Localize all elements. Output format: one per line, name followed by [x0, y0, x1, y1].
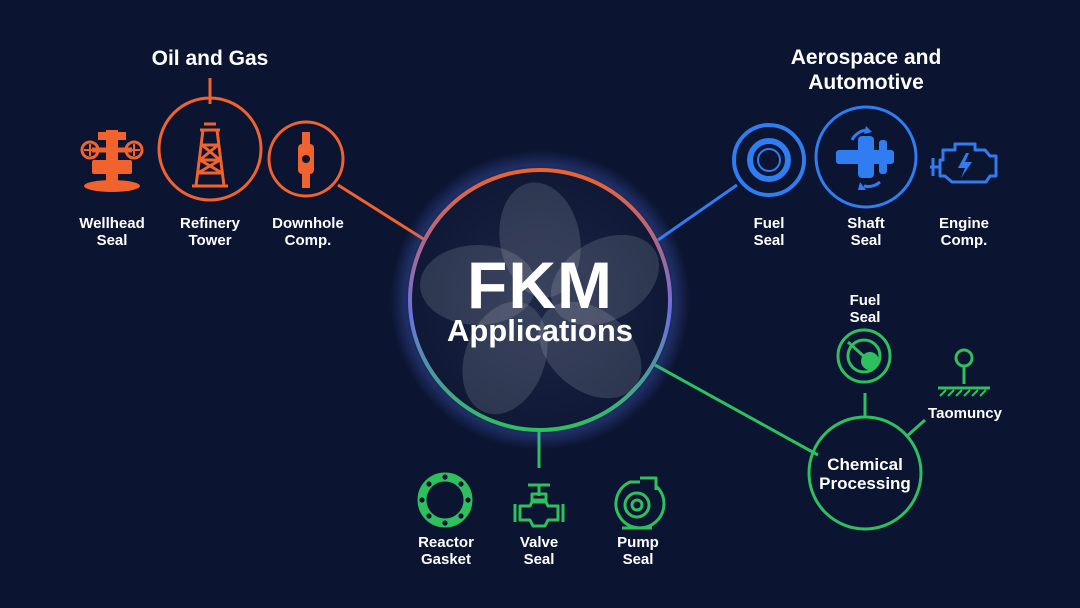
probe-icon: [938, 348, 990, 397]
o-ring-icon: [732, 123, 806, 197]
downhole-comp-label: Downhole Comp.: [253, 215, 363, 249]
center-subtitle: Applications: [446, 313, 633, 348]
engine-icon: [930, 142, 998, 184]
fuel-seal-icon: [836, 328, 892, 384]
wellhead-icon: [80, 130, 144, 192]
downhole-comp-label-line2: Comp.: [284, 232, 332, 249]
pump-seal-label-line2: Seal: [622, 551, 654, 568]
engine-comp-label-line2: Comp.: [940, 232, 988, 249]
reactor-gasket-label: Reactor Gasket: [391, 534, 501, 568]
valve-seal-label-line2: Seal: [523, 551, 555, 568]
valve-seal-label: Valve Seal: [484, 534, 594, 568]
engine-comp-label-line1: Engine: [938, 215, 989, 232]
refinery-tower-ring: [157, 96, 263, 202]
flower-watermark-icon: [420, 182, 660, 415]
chemical-title-line2: Processing: [819, 474, 911, 493]
fuel-seal-label-line1: Fuel: [753, 215, 785, 232]
wellhead-seal-label: Wellhead Seal: [57, 215, 167, 249]
chemical-fuel-seal-label: Fuel Seal: [810, 292, 920, 326]
pump-seal-label-line1: Pump: [617, 534, 659, 551]
downhole-comp-label-line1: Downhole: [272, 215, 344, 232]
chemical-processing-title: Chemical Processing: [805, 455, 925, 493]
downhole-tool-icon: [298, 132, 314, 188]
refinery-tower-label-line2: Tower: [188, 232, 232, 249]
fuel-seal-label: Fuel Seal: [714, 215, 824, 249]
aerospace-automotive-title: Aerospace and Automotive: [746, 45, 986, 95]
chemical-processing-ring: [807, 415, 923, 531]
taomuncy-label: Taomuncy: [928, 405, 1002, 422]
connector-probe: [904, 418, 927, 439]
wellhead-seal-label-line1: Wellhead: [79, 215, 145, 232]
fuel-seal-label-line2: Seal: [753, 232, 785, 249]
wellhead-seal-label-line2: Seal: [96, 232, 128, 249]
connector-chemical: [654, 363, 819, 457]
aerospace-title-line2: Automotive: [808, 71, 924, 94]
pump-seal-label: Pump Seal: [583, 534, 693, 568]
valve-icon: [513, 483, 565, 528]
chemical-title-line1: Chemical: [827, 455, 903, 474]
downhole-ring: [267, 120, 345, 198]
shaft-seal-label: Shaft Seal: [811, 215, 921, 249]
shaft-seal-ring: [814, 105, 918, 209]
shaft-seal-label-line1: Shaft: [847, 215, 885, 232]
gasket-icon: [417, 472, 473, 528]
center-title: FKM: [467, 248, 613, 322]
center-hub: [390, 150, 690, 450]
refinery-tower-icon: [192, 122, 228, 188]
aerospace-title-line1: Aerospace and: [790, 46, 942, 69]
engine-comp-label: Engine Comp.: [909, 215, 1019, 249]
shaft-seal-icon: [836, 126, 894, 190]
reactor-gasket-label-line2: Gasket: [420, 551, 472, 568]
oil-and-gas-title: Oil and Gas: [151, 47, 269, 70]
valve-seal-label-line1: Valve: [519, 534, 559, 551]
refinery-tower-label-line1: Refinery: [179, 215, 241, 232]
pump-icon: [614, 476, 666, 530]
reactor-gasket-label-line1: Reactor: [418, 534, 474, 551]
chemical-fuel-seal-label-line2: Seal: [849, 309, 881, 326]
chemical-fuel-seal-label-line1: Fuel: [849, 292, 881, 309]
shaft-seal-label-line2: Seal: [850, 232, 882, 249]
refinery-tower-label: Refinery Tower: [155, 215, 265, 249]
